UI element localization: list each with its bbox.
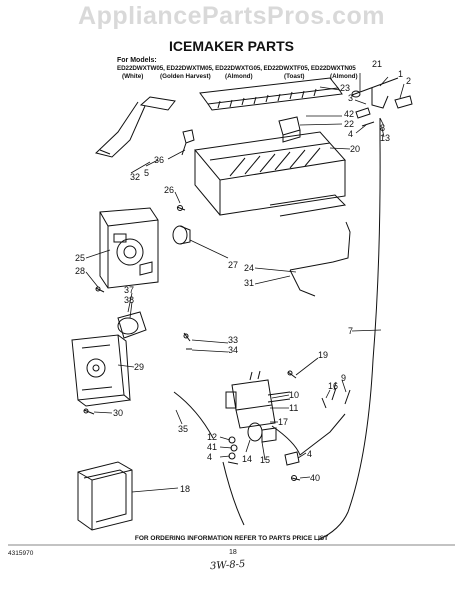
control-housing — [99, 207, 159, 289]
color-almond: (Almond) — [225, 73, 253, 80]
callout-34: 34 — [228, 345, 238, 355]
callout-4-valve: 4 — [207, 452, 212, 462]
color-almond-2: (Almond) — [330, 73, 358, 80]
color-golden-harvest: (Golden Harvest) — [160, 73, 211, 80]
mounting-plate — [71, 334, 132, 407]
shutoff-arm — [94, 96, 176, 158]
callout-18: 18 — [180, 484, 190, 494]
models-label: For Models: — [117, 57, 157, 64]
callout-28: 28 — [75, 266, 85, 276]
callout-20: 20 — [350, 144, 360, 154]
callout-4-nut: 4 — [307, 449, 312, 459]
clip — [181, 129, 195, 156]
fill-cup — [172, 225, 191, 245]
outlet-tube — [271, 387, 351, 456]
callout-23: 23 — [340, 83, 350, 93]
callout-8: 8 — [380, 123, 385, 133]
callout-17: 17 — [278, 417, 288, 427]
callout-1: 1 — [398, 69, 403, 79]
callout-36: 36 — [154, 155, 164, 165]
callout-32: 32 — [130, 172, 140, 182]
callout-33: 33 — [228, 335, 238, 345]
callout-16: 16 — [328, 381, 338, 391]
fill-tube — [317, 118, 381, 541]
callout-37: 37 — [124, 285, 134, 295]
motor — [117, 311, 147, 339]
callout-35: 35 — [178, 424, 188, 434]
tube-fittings — [351, 77, 413, 127]
callout-9: 9 — [341, 373, 346, 383]
callout-38: 38 — [124, 295, 134, 305]
valve-fittings — [247, 422, 277, 443]
callout-25: 25 — [75, 253, 85, 263]
screw-30 — [83, 408, 95, 415]
mold-cover — [199, 77, 343, 111]
callout-31: 31 — [244, 278, 254, 288]
callout-15: 15 — [260, 455, 270, 465]
ordering-note: FOR ORDERING INFORMATION REFER TO PARTS … — [134, 535, 329, 542]
literature-part-number: 4315970 — [8, 550, 34, 557]
mold-heater — [194, 131, 347, 217]
leader-lines — [85, 73, 405, 493]
callout-41: 41 — [207, 442, 217, 452]
callout-27: 27 — [228, 260, 238, 270]
callout-26: 26 — [164, 185, 174, 195]
inlet-tube — [173, 391, 245, 526]
callout-10: 10 — [289, 390, 299, 400]
insulation-block — [77, 461, 133, 531]
watermark: AppliancePartsPros.com — [78, 2, 385, 30]
screw-28 — [95, 286, 105, 293]
callout-14: 14 — [242, 454, 252, 464]
callout-12: 12 — [207, 432, 217, 442]
callout-5: 5 — [144, 168, 149, 178]
callout-numbers: 1 2 3 4 5 7 8 9 10 11 12 13 14 15 16 17 … — [75, 59, 411, 494]
nut-lower — [284, 451, 300, 466]
callout-29: 29 — [134, 362, 144, 372]
callout-22: 22 — [344, 119, 354, 129]
callout-2: 2 — [406, 76, 411, 86]
callout-30: 30 — [113, 408, 123, 418]
screw-40 — [291, 475, 301, 481]
callout-19: 19 — [318, 350, 328, 360]
models-list: ED22DWXTW05, ED22DWXTM05, ED22DWXTG05, E… — [117, 65, 356, 72]
callout-3: 3 — [348, 93, 353, 103]
callout-42: 42 — [344, 109, 354, 119]
callout-24: 24 — [244, 263, 254, 273]
color-toast: (Toast) — [284, 73, 305, 80]
water-valve — [225, 370, 291, 429]
valve-washers — [227, 436, 239, 465]
color-white: (White) — [122, 73, 144, 80]
callout-40: 40 — [310, 473, 320, 483]
callout-21: 21 — [372, 59, 382, 69]
wire-bracket — [289, 221, 351, 297]
callout-13: 13 — [380, 133, 390, 143]
screws-33-34 — [183, 332, 192, 350]
page-title: ICEMAKER PARTS — [169, 38, 294, 54]
callout-4: 4 — [348, 129, 353, 139]
screw-19 — [287, 370, 297, 379]
callout-11: 11 — [289, 403, 298, 413]
retainer — [278, 116, 301, 143]
screw-26 — [176, 205, 186, 211]
page-number: 18 — [229, 549, 237, 556]
callout-7: 7 — [348, 326, 353, 336]
